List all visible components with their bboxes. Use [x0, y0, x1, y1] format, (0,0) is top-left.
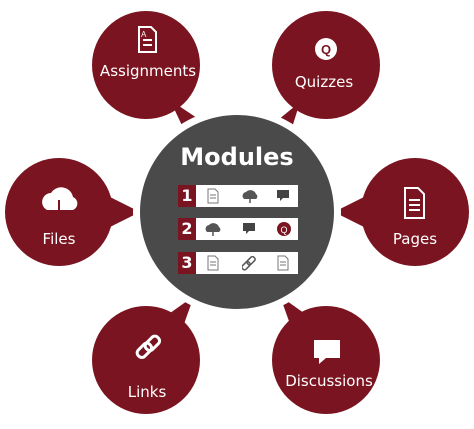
quiz-icon: Q — [315, 38, 337, 60]
module-row: 2 Q — [178, 218, 298, 240]
quizzes-label: Quizzes — [294, 73, 354, 91]
document-icon — [277, 255, 289, 271]
discussions-label: Discussions — [285, 372, 373, 390]
files-label: Files — [42, 230, 76, 248]
cloud-download-icon — [42, 187, 78, 220]
module-number: 1 — [178, 185, 196, 207]
chat-bubble-icon — [243, 223, 255, 234]
quiz-icon: Q — [277, 222, 291, 236]
module-number: 3 — [178, 252, 196, 274]
files-bubble — [5, 158, 140, 266]
modules-hub — [133, 108, 341, 316]
document-icon — [404, 187, 425, 219]
link-icon — [135, 334, 162, 360]
link-icon — [242, 255, 256, 271]
modules-title: Modules — [180, 143, 294, 171]
assignment-icon: A — [138, 26, 157, 53]
module-row: 1 — [178, 185, 298, 207]
pages-label: Pages — [392, 230, 438, 248]
svg-text:A: A — [141, 30, 147, 39]
svg-text:Q: Q — [321, 42, 331, 57]
module-row: 3 — [178, 252, 298, 274]
document-icon — [207, 188, 219, 204]
chat-bubble-icon — [314, 340, 340, 364]
document-icon — [207, 255, 219, 271]
cloud-download-icon — [205, 223, 221, 236]
svg-text:Q: Q — [280, 225, 287, 235]
links-label: Links — [127, 383, 167, 401]
pages-bubble — [334, 158, 469, 266]
assignments-label: Assignments — [99, 62, 197, 80]
cloud-download-icon — [242, 190, 258, 203]
chat-bubble-icon — [277, 190, 289, 201]
module-number: 2 — [178, 218, 196, 240]
